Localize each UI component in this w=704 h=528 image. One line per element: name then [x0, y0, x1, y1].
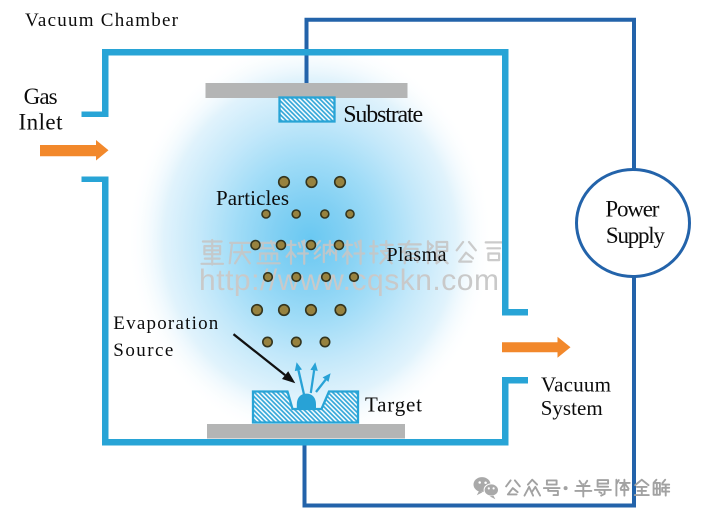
- svg-text:Source: Source: [113, 340, 173, 361]
- svg-text:Particles: Particles: [216, 186, 289, 210]
- svg-text:System: System: [541, 396, 603, 420]
- svg-text:Power: Power: [605, 197, 659, 222]
- svg-text:Plasma: Plasma: [387, 244, 447, 266]
- svg-text:Vacuum Chamber: Vacuum Chamber: [25, 10, 179, 31]
- svg-text:Target: Target: [365, 393, 422, 417]
- svg-text:Evaporation: Evaporation: [113, 313, 219, 334]
- svg-text:http://www.cqskn.com: http://www.cqskn.com: [199, 264, 499, 297]
- svg-text:Vacuum: Vacuum: [541, 373, 611, 397]
- svg-text:Inlet: Inlet: [19, 110, 64, 135]
- svg-text:Substrate: Substrate: [343, 102, 423, 128]
- svg-text:Supply: Supply: [606, 223, 666, 248]
- svg-text:Gas: Gas: [24, 84, 58, 109]
